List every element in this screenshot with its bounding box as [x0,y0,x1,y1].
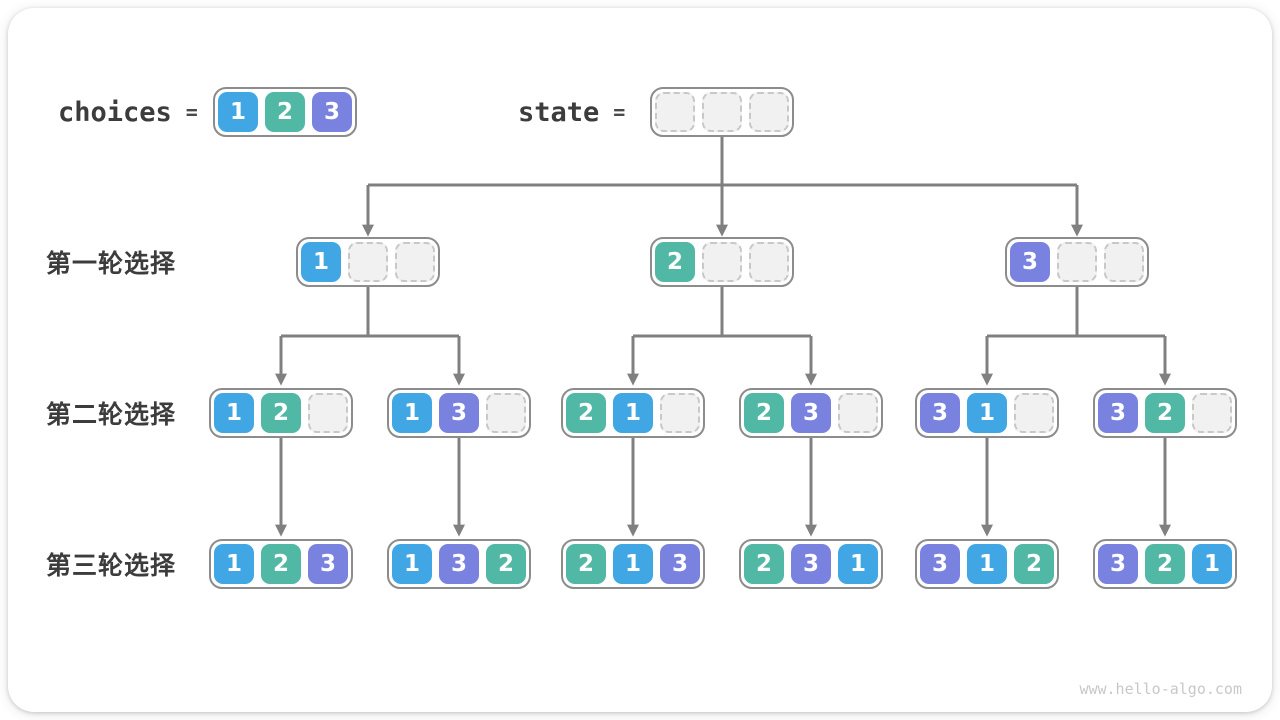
array-cell-empty [838,393,878,433]
round-2-label: 第二轮选择 [46,401,177,429]
state-array [650,87,794,137]
array-cell-1: 1 [967,544,1007,584]
array-cell-empty [395,242,435,282]
array-cell-1: 1 [301,242,341,282]
round-1-box-3: 3 [1005,237,1149,287]
array-cell-3: 3 [308,544,348,584]
watermark: www.hello-algo.com [1079,680,1242,698]
array-cell-3: 3 [439,544,479,584]
array-cell-3: 3 [1010,242,1050,282]
round-1-box-1: 1 [296,237,440,287]
array-cell-2: 2 [1145,393,1185,433]
array-cell-3: 3 [1098,544,1138,584]
array-cell-empty [749,242,789,282]
array-cell-1: 1 [214,393,254,433]
array-cell-3: 3 [660,544,700,584]
array-cell-2: 2 [566,393,606,433]
level2-trunk-line-3 [987,287,1165,338]
array-cell-empty [1014,393,1054,433]
array-cell-1: 1 [1192,544,1232,584]
array-cell-empty [348,242,388,282]
array-cell-2: 2 [1145,544,1185,584]
array-cell-empty [702,242,742,282]
array-cell-3: 3 [791,544,831,584]
state-label: state = [518,87,625,137]
array-cell-empty [486,393,526,433]
choices-label-text: choices [58,96,172,128]
array-cell-2: 2 [655,242,695,282]
level2-trunk-line-2 [633,287,811,338]
array-cell-2: 2 [744,393,784,433]
choices-label: choices = [58,87,198,137]
array-cell-1: 1 [218,92,258,132]
array-cell-2: 2 [261,393,301,433]
array-cell-1: 1 [613,544,653,584]
array-cell-empty [1104,242,1144,282]
array-cell-3: 3 [312,92,352,132]
array-cell-1: 1 [392,393,432,433]
array-cell-empty [1192,393,1232,433]
state-equals-sign: = [613,100,626,124]
array-cell-1: 1 [838,544,878,584]
state-label-text: state [518,96,600,128]
array-cell-1: 1 [967,393,1007,433]
array-cell-3: 3 [920,393,960,433]
array-cell-2: 2 [486,544,526,584]
array-cell-empty [660,393,700,433]
array-cell-1: 1 [613,393,653,433]
array-cell-2: 2 [566,544,606,584]
array-cell-1: 1 [214,544,254,584]
array-cell-1: 1 [392,544,432,584]
array-cell-empty [655,92,695,132]
array-cell-3: 3 [439,393,479,433]
array-cell-3: 3 [1098,393,1138,433]
level2-trunk-line-1 [281,287,459,338]
round-3-label: 第三轮选择 [46,552,177,580]
array-cell-empty [749,92,789,132]
array-cell-2: 2 [744,544,784,584]
array-cell-empty [308,393,348,433]
array-cell-3: 3 [791,393,831,433]
array-cell-2: 2 [1014,544,1054,584]
array-cell-2: 2 [265,92,305,132]
round-1-box-2: 2 [650,237,794,287]
array-cell-3: 3 [920,544,960,584]
array-cell-empty [702,92,742,132]
round-1-label: 第一轮选择 [46,250,177,278]
array-cell-empty [1057,242,1097,282]
array-cell-2: 2 [261,544,301,584]
level1-trunk-line [368,137,1077,187]
choices-equals-sign: = [185,100,198,124]
